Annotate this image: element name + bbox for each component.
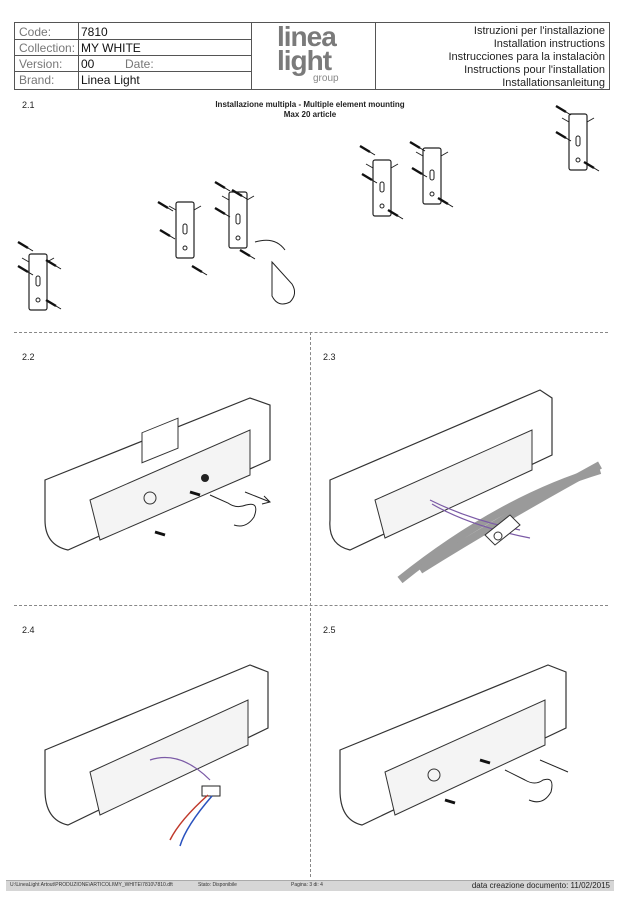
brand-label: Brand: (19, 73, 55, 87)
instructions-de: Installationsanleitung (502, 77, 605, 89)
creation-date: data creazione documento: 11/02/2015 (471, 881, 610, 890)
version-value: 00 (81, 57, 95, 71)
logo-group: group (313, 73, 339, 84)
header-box: Code: 7810 Collection: MY WHITE Version:… (14, 21, 610, 90)
collection-value: MY WHITE (81, 41, 141, 55)
step-title: Installazione multipla - Multiple elemen… (215, 100, 405, 109)
multiple-mounting-diagram (16, 104, 601, 311)
file-path: U:\LineaLight Artout\PRODUZIONE\ARTICOLI… (10, 882, 173, 888)
header-row-line (15, 71, 251, 72)
date-label: Date: (125, 57, 154, 71)
step-number: 2.4 (22, 625, 35, 635)
header-row-line (15, 39, 251, 40)
fixture-closing-diagram (339, 664, 569, 826)
version-label: Version: (19, 57, 63, 71)
brand-value: Linea Light (81, 73, 140, 87)
header-divider (375, 23, 376, 89)
logo-linea: linea (277, 21, 337, 52)
status-text: Stato: Disponibile (198, 882, 237, 888)
section-divider (14, 332, 608, 333)
code-value: 7810 (81, 25, 108, 39)
code-label: Code: (19, 25, 52, 39)
step-number: 2.1 (22, 100, 35, 110)
step-number: 2.2 (22, 352, 35, 362)
header-row-line (15, 55, 251, 56)
collection-label: Collection: (19, 41, 76, 55)
instructions-en: Installation instructions (493, 38, 605, 50)
fixture-connector-diagram (44, 664, 269, 847)
header-divider (251, 23, 252, 89)
section-divider (14, 605, 608, 606)
fixture-wiring-diagram (329, 389, 602, 584)
page-indicator: Pagina: 3 di: 4 (291, 882, 323, 888)
step-subtitle: Max 20 article (283, 110, 337, 119)
step-number: 2.3 (323, 352, 336, 362)
footer-bar: U:\LineaLight Artout\PRODUZIONE\ARTICOLI… (6, 880, 614, 891)
step-number: 2.5 (323, 625, 336, 635)
fixture-open-diagram (44, 397, 271, 551)
logo-light: light (277, 45, 332, 76)
section-divider (310, 332, 311, 877)
instructions-fr: Instructions pour l'installation (464, 64, 605, 76)
instructions-it: Istruzioni per l'installazione (473, 25, 605, 37)
header-divider (78, 23, 79, 89)
instructions-es: Instrucciones para la instalaciòn (448, 51, 605, 63)
